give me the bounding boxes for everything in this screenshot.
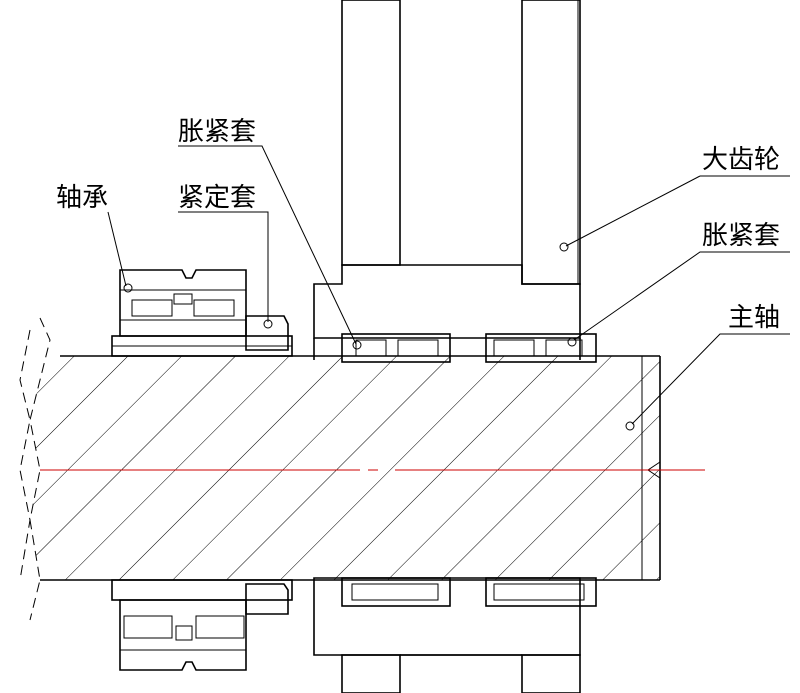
label-locking-sleeve: 紧定套 bbox=[178, 183, 256, 213]
leader-lines bbox=[107, 145, 790, 431]
expansion-sleeve-left-upper bbox=[341, 333, 451, 363]
bearing-lower bbox=[111, 579, 293, 671]
main-shaft bbox=[19, 317, 661, 621]
label-expansion-sleeve-right: 胀紧套 bbox=[702, 221, 780, 251]
label-large-gear: 大齿轮 bbox=[702, 145, 780, 175]
label-main-shaft: 主轴 bbox=[728, 303, 780, 333]
label-bearing: 轴承 bbox=[56, 183, 108, 213]
expansion-sleeve-left-lower bbox=[341, 577, 451, 607]
large-gear bbox=[313, 0, 581, 693]
label-expansion-sleeve-top: 胀紧套 bbox=[178, 117, 256, 147]
expansion-sleeve-right-lower bbox=[485, 577, 597, 607]
bearing-upper bbox=[111, 269, 293, 357]
locking-sleeve bbox=[245, 315, 289, 615]
expansion-sleeve-right-upper bbox=[485, 333, 597, 363]
